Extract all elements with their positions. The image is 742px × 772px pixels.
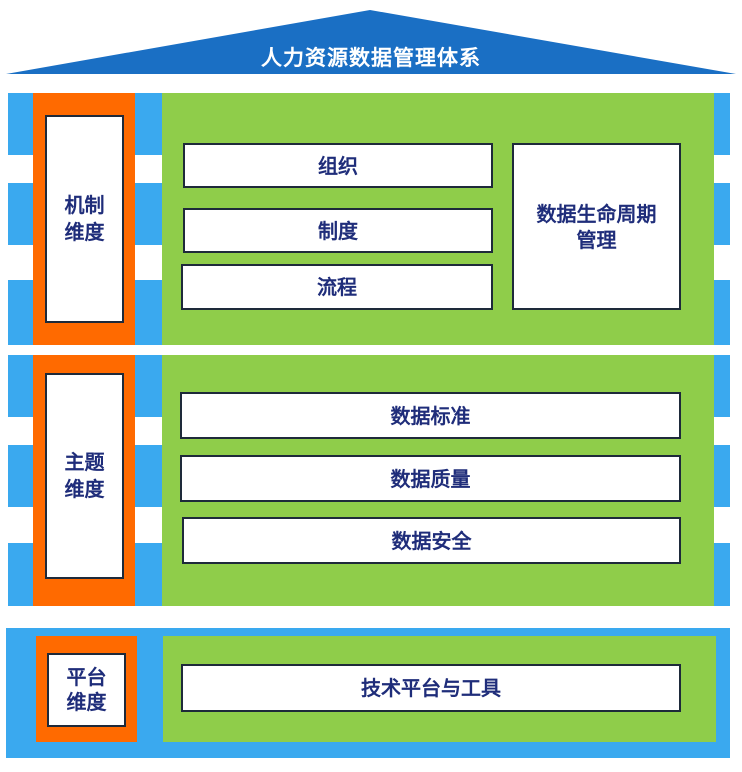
item-line: 数据生命周期: [536, 201, 657, 226]
item-data-security: 数据安全: [182, 517, 681, 564]
stripe: [712, 543, 730, 606]
dimension-label-line: 维度: [64, 220, 105, 244]
dimension-label-platform: 平台 维度: [47, 653, 126, 727]
stripe: [712, 183, 730, 245]
item-organization: 组织: [183, 143, 493, 188]
dimension-label-line: 主题: [64, 450, 105, 474]
dimension-label-line: 平台: [66, 665, 107, 689]
stripe: [712, 445, 730, 507]
item-line: 管理: [576, 227, 617, 252]
item-data-quality: 数据质量: [180, 455, 681, 502]
dimension-label-line: 维度: [66, 690, 107, 714]
roof-triangle: [6, 10, 736, 74]
item-process: 流程: [181, 264, 493, 310]
item-data-standard: 数据标准: [180, 392, 681, 439]
dimension-label-line: 维度: [64, 477, 105, 501]
item-tech-platform-tools: 技术平台与工具: [181, 664, 681, 712]
diagram-title: 人力资源数据管理体系: [261, 46, 481, 70]
item-system: 制度: [183, 208, 493, 253]
stripe: [712, 355, 730, 417]
stripe: [712, 93, 730, 155]
dimension-label-line: 机制: [64, 193, 105, 217]
dimension-label-mechanism: 机制 维度: [45, 115, 124, 323]
dimension-label-subject: 主题 维度: [45, 373, 124, 579]
item-data-lifecycle: 数据生命周期 管理: [512, 143, 681, 310]
stripe: [712, 280, 730, 345]
